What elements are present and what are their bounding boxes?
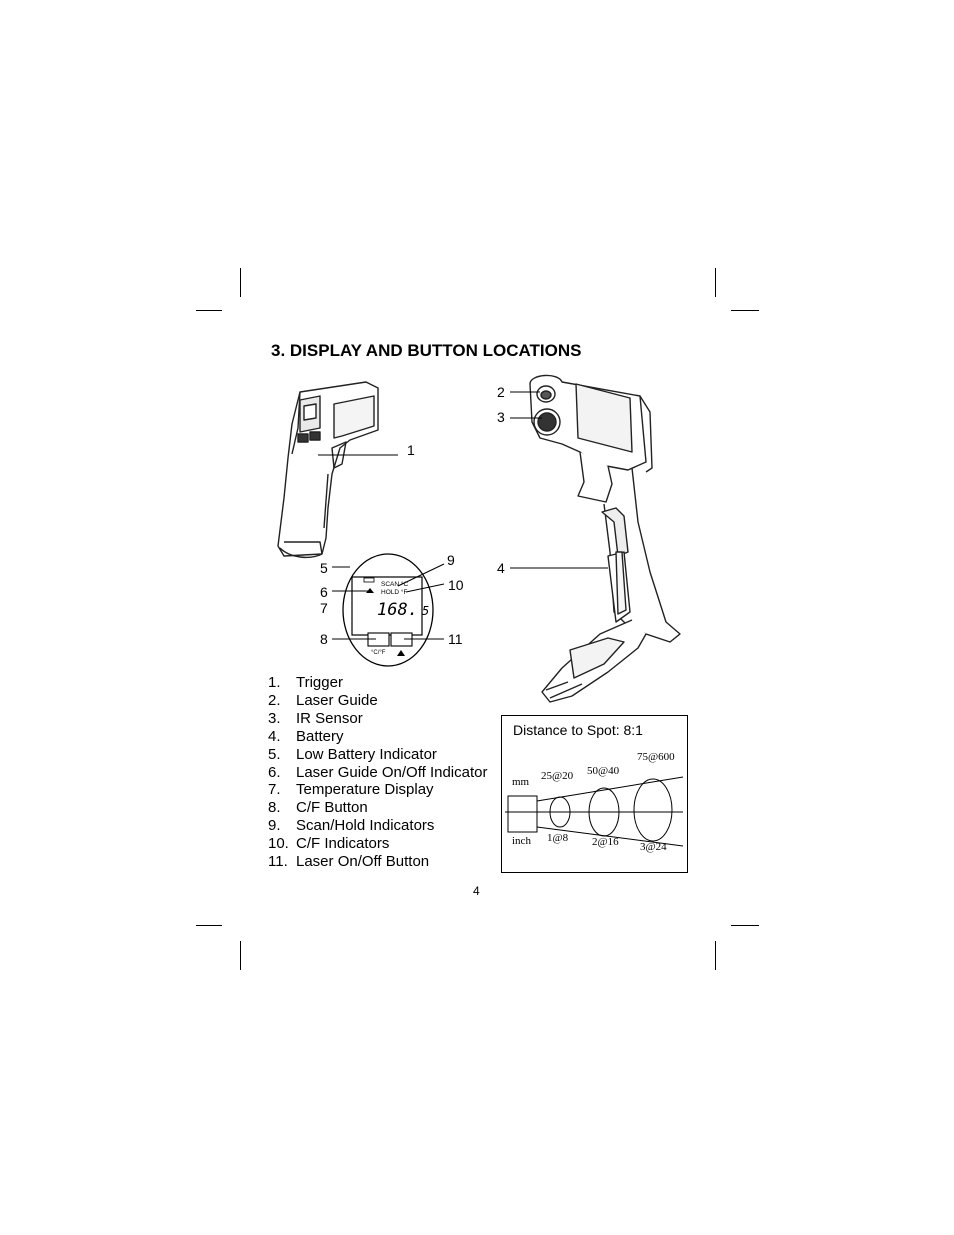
callout-8: 8 <box>320 631 328 647</box>
callout-6: 6 <box>320 584 328 600</box>
callout-3: 3 <box>497 409 505 425</box>
callout-2: 2 <box>497 384 505 400</box>
list-item: 10.C/F Indicators <box>268 835 390 853</box>
callout-11: 11 <box>448 631 463 647</box>
crop-mark <box>196 925 222 926</box>
crop-mark <box>196 310 222 311</box>
spot-diagram-graphic <box>505 776 684 847</box>
callout-line-11 <box>404 638 444 640</box>
inch-value: 3@24 <box>640 841 667 853</box>
crop-mark <box>240 941 241 970</box>
distance-to-spot-box <box>501 715 688 873</box>
callout-line-5 <box>332 566 350 568</box>
inch-value: 2@16 <box>592 836 619 848</box>
list-item: 11.Laser On/Off Button <box>268 853 430 871</box>
callout-line-3 <box>510 417 542 419</box>
inch-label: inch <box>512 835 531 847</box>
inch-value: 1@8 <box>547 832 569 844</box>
callout-line-1 <box>318 454 398 456</box>
callout-4: 4 <box>497 560 505 576</box>
thermometer-side-illustration <box>277 381 379 559</box>
list-item: 3.IR Sensor <box>268 709 363 727</box>
callout-line-4 <box>510 567 608 569</box>
list-item: 1.Trigger <box>268 674 343 691</box>
page-number: 4 <box>473 884 480 898</box>
mm-value: 75@600 <box>637 751 675 763</box>
battery-icon <box>363 577 375 583</box>
lcd-closeup <box>342 553 434 667</box>
callout-line-2 <box>510 391 540 393</box>
callout-9: 9 <box>447 552 455 568</box>
callout-line-6 <box>332 590 370 592</box>
crop-mark <box>715 268 716 297</box>
cf-button-label: °C/°F <box>371 650 386 656</box>
mm-label: mm <box>512 776 530 788</box>
list-item: 4.Battery <box>268 727 344 745</box>
crop-mark <box>731 925 759 926</box>
temperature-reading: 168.5 <box>377 600 430 620</box>
crop-mark <box>715 941 716 970</box>
scan-indicator: SCAN °C <box>381 581 409 588</box>
callout-5: 5 <box>320 560 328 576</box>
callout-line-9 <box>397 563 445 587</box>
list-item: 5.Low Battery Indicator <box>268 745 437 763</box>
crop-mark <box>731 310 759 311</box>
list-item: 8.C/F Button <box>268 799 368 817</box>
parts-list: 1.Trigger 2.Laser Guide 3.IR Sensor 4.Ba… <box>268 674 488 871</box>
crop-mark <box>240 268 241 297</box>
laser-button-icon <box>397 650 405 656</box>
callout-line-8 <box>332 638 376 640</box>
spot-diagram-title: Distance to Spot: 8:1 <box>513 722 643 738</box>
list-item: 9.Scan/Hold Indicators <box>268 817 435 835</box>
callout-10: 10 <box>448 577 464 593</box>
callout-1: 1 <box>407 442 415 458</box>
hold-indicator: HOLD °F <box>381 589 408 596</box>
list-item: 2.Laser Guide <box>268 691 378 709</box>
callout-7: 7 <box>320 600 328 616</box>
list-item: 6.Laser Guide On/Off Indicator <box>268 763 488 781</box>
callout-line-10 <box>405 583 445 593</box>
section-title: 3. DISPLAY AND BUTTON LOCATIONS <box>271 341 582 360</box>
mm-value: 50@40 <box>587 765 620 777</box>
mm-value: 25@20 <box>541 770 574 782</box>
list-item: 7.Temperature Display <box>268 781 434 799</box>
thermometer-front-illustration <box>529 374 681 703</box>
